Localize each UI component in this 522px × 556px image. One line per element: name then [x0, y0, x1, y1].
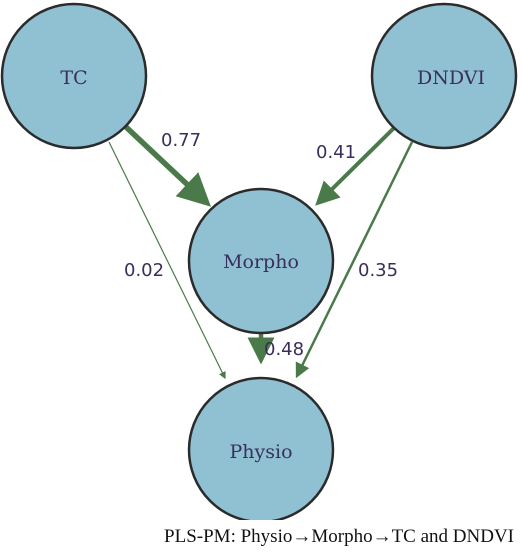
edge-tc-to-morpho: [124, 124, 212, 207]
edge-label-dndvi-physio: 0.35: [358, 260, 398, 281]
node-physio: Physio: [187, 376, 335, 520]
edge-tc-to-physio: [108, 141, 226, 380]
edge-label-dndvi-morpho: 0.41: [316, 142, 356, 163]
figure-caption: PLS-PM: Physio→Morpho→TC and DNDVI: [164, 526, 514, 547]
edge-dndvi-to-physio: [295, 141, 414, 379]
node-label-physio: Physio: [229, 441, 292, 463]
edges: [108, 124, 414, 380]
node-label-dndvi: DNDVI: [417, 67, 485, 89]
node-dndvi: DNDVI: [370, 2, 518, 150]
edge-label-tc-physio: 0.02: [124, 260, 164, 281]
node-tc: TC: [0, 2, 148, 150]
pls-pm-path-diagram: 0.77 0.41 0.02 0.48 0.35 TC DNDVI Morpho…: [0, 2, 518, 520]
node-label-tc: TC: [60, 67, 87, 89]
node-label-morpho: Morpho: [223, 251, 299, 273]
edge-dndvi-to-morpho: [315, 126, 396, 206]
node-morpho: Morpho: [187, 187, 335, 335]
edge-label-morpho-physio: 0.48: [264, 339, 304, 360]
edge-label-tc-morpho: 0.77: [161, 130, 201, 151]
